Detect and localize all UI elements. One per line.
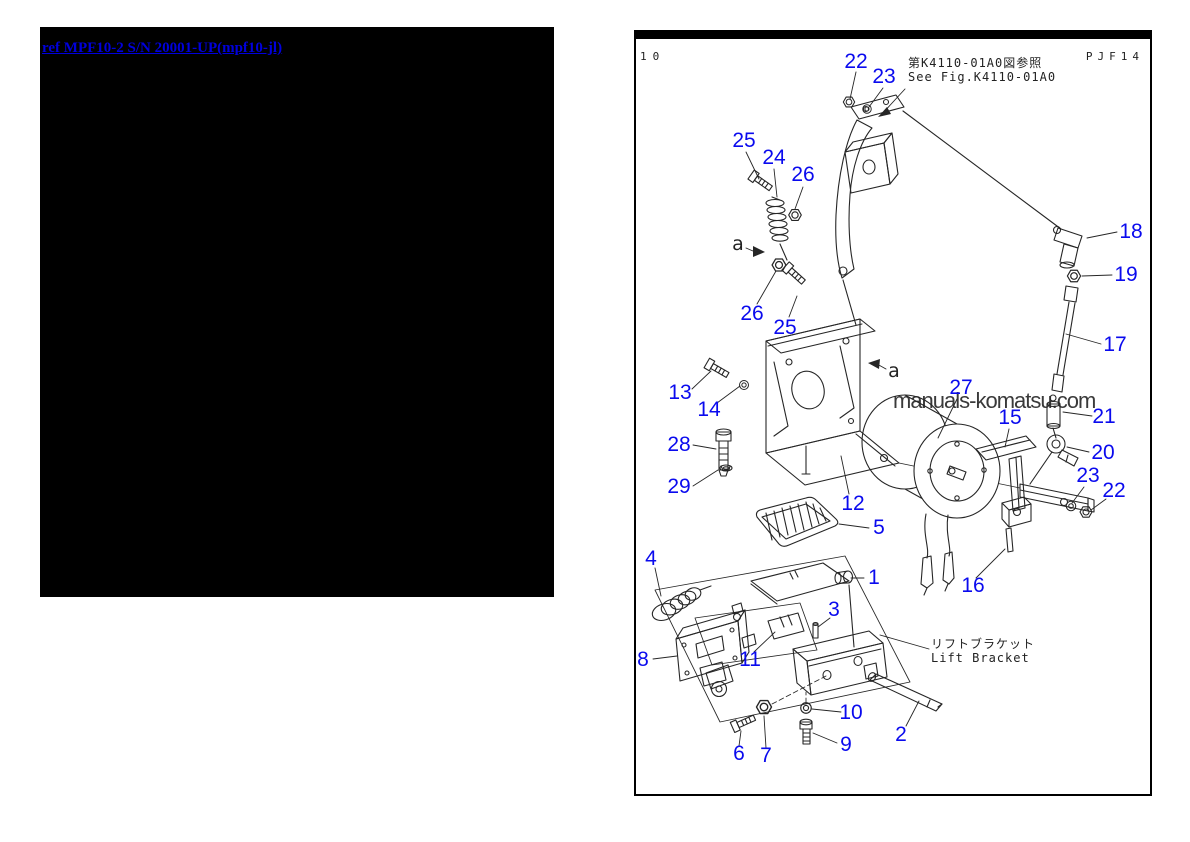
plate-code: PJF14	[1085, 50, 1144, 63]
panel-top-border	[636, 30, 1150, 39]
lift-bracket-label-en: Lift Bracket	[931, 651, 1030, 665]
ref-model-link[interactable]: ref MPF10-2 S/N 20001-UP(mpf10-jl)	[42, 40, 283, 56]
lift-bracket-label: リフトブラケット Lift Bracket	[931, 637, 1035, 665]
see-fig-note-jp: 第K4110-01A0図参照	[908, 56, 1043, 70]
page-number: 10	[640, 50, 666, 63]
pdf-page-black-area: ref MPF10-2 S/N 20001-UP(mpf10-jl)	[40, 27, 554, 597]
lift-bracket-label-jp: リフトブラケット	[931, 637, 1036, 651]
see-fig-note: 第K4110-01A0図参照 See Fig.K4110-01A0	[908, 56, 1056, 84]
see-fig-note-en: See Fig.K4110-01A0	[908, 70, 1057, 84]
watermark-text: manuals-komatsu.com	[893, 388, 1096, 413]
